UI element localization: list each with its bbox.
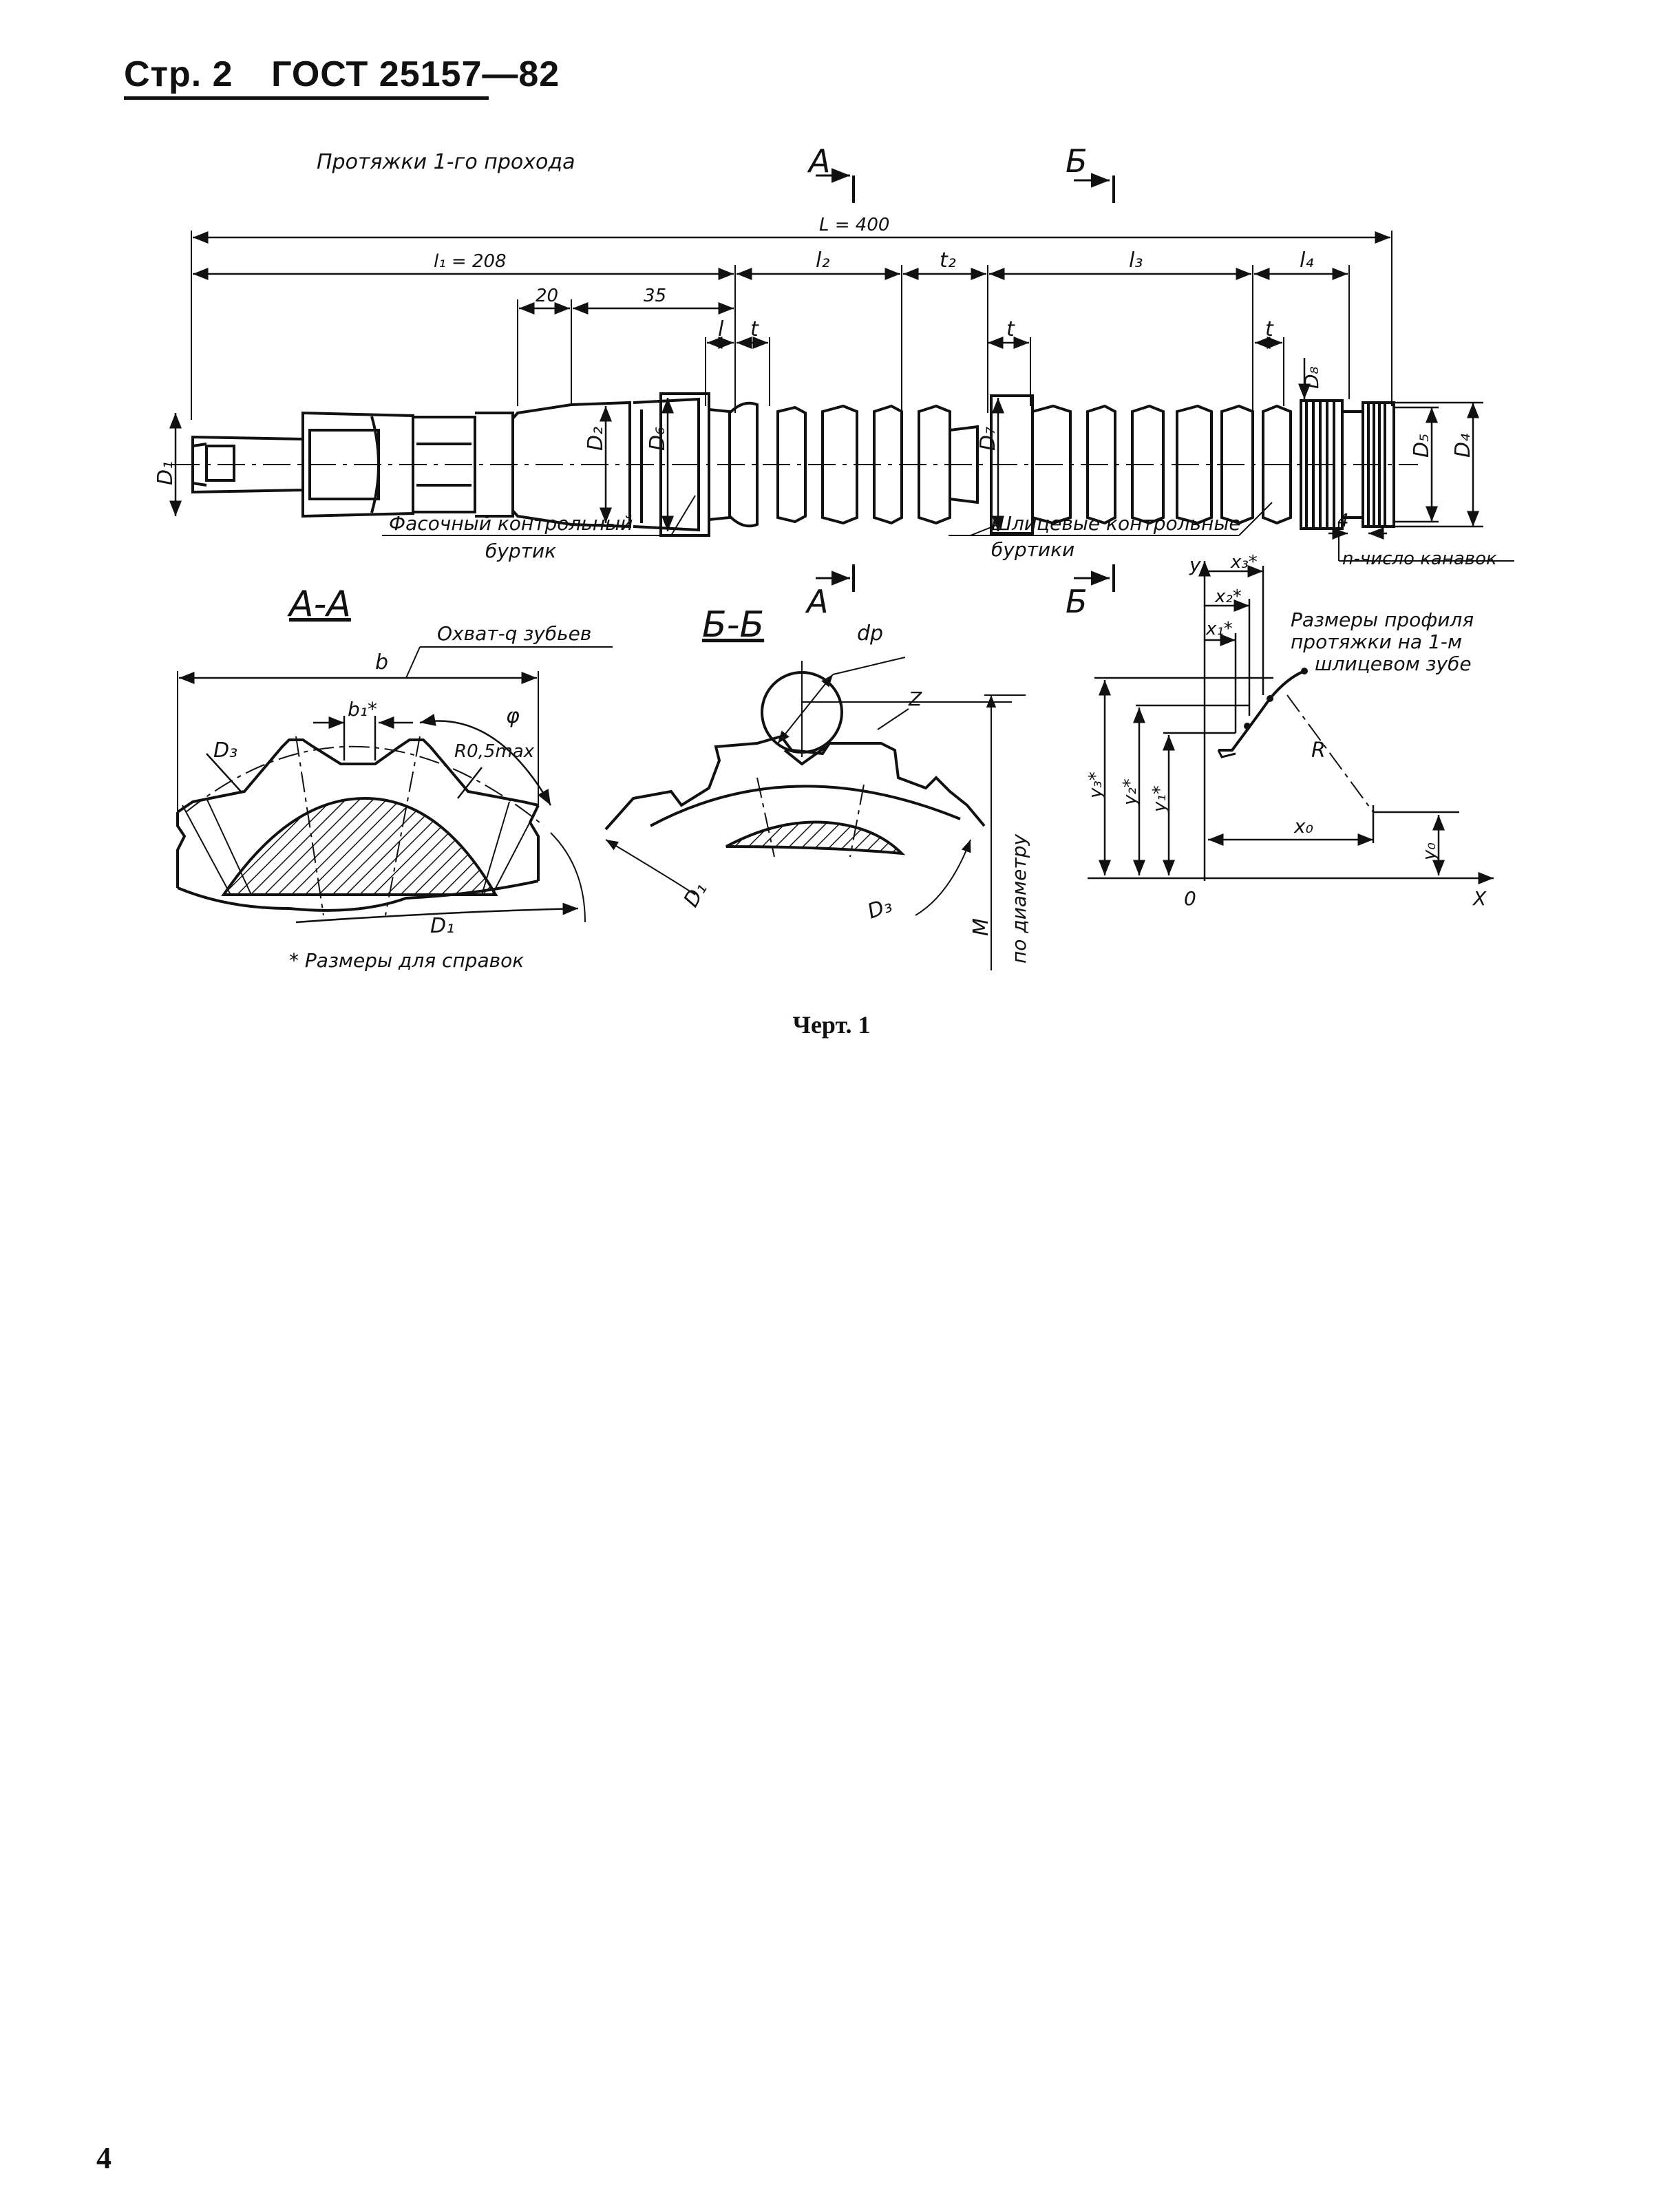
bb-D3: D₃: [865, 893, 896, 924]
section-bb-mark-b-label: Б: [1066, 583, 1088, 620]
dim-35: 35: [644, 286, 666, 306]
dim-t-1: t: [750, 317, 759, 341]
section-bb-mark-a: [816, 564, 855, 592]
profile-y1: y₁*: [1150, 785, 1170, 813]
diam-D6: D₆: [646, 427, 670, 451]
profile-curve: [1218, 670, 1305, 752]
dimension-lines: [193, 231, 1390, 540]
standard-number: ГОСТ 25157—82: [271, 54, 560, 94]
callout-chamfer-line1: Фасочный контрольный: [389, 512, 633, 535]
profile-title-line3: шлицевом зубе: [1315, 652, 1472, 675]
diam-D5: D₅: [1410, 434, 1434, 458]
profile-origin: 0: [1184, 887, 1196, 910]
profile-x0: x₀: [1293, 815, 1313, 838]
section-bb-mark-a-label: А: [805, 583, 828, 620]
diam-D8: D₈: [1300, 366, 1323, 389]
drawing-caption: Черт. 1: [792, 1011, 871, 1039]
page-number: 4: [96, 2141, 112, 2175]
profile-y2: y₂*: [1120, 778, 1141, 806]
callout-chamfer-line2: буртик: [485, 540, 556, 562]
bb-D1: D₁: [679, 878, 712, 911]
callout-leaders: [382, 495, 1514, 562]
bb-M: M: [969, 918, 993, 936]
bb-by-diameter: по диаметру: [1008, 834, 1030, 964]
profile-y0: y₀: [1419, 842, 1440, 861]
callout-spline-line1: Шлицевые контрольные: [991, 512, 1241, 535]
diam-D7: D₇: [976, 427, 1000, 451]
dim-l2: l₂: [816, 248, 829, 273]
callout-grooves: n-число канавок: [1342, 549, 1497, 569]
aa-b1: b₁*: [348, 698, 377, 721]
dim-t2: t₂: [940, 248, 956, 273]
dim-t-3: t: [1265, 317, 1274, 341]
header-rule: [124, 96, 489, 100]
aa-hatched-core: [221, 796, 498, 896]
profile-axes: [1088, 561, 1494, 884]
dim-l: l: [718, 317, 724, 341]
callout-spline-line2: буртики: [991, 538, 1074, 561]
dim-t-2: t: [1006, 317, 1015, 341]
diameter-dims: [169, 358, 1483, 531]
bb-dp: dр: [857, 621, 883, 646]
bb-Z: Z: [908, 688, 922, 710]
profile-title-line2: протяжки на 1-м: [1291, 630, 1462, 653]
aa-coverage: Охват-q зубьев: [437, 622, 591, 645]
dim-20: 20: [536, 286, 558, 306]
profile-title-line1: Размеры профиля: [1291, 608, 1474, 631]
aa-radius: R0,5max: [454, 741, 535, 762]
diam-D4: D₄: [1451, 434, 1475, 458]
extension-lines: [191, 231, 1392, 420]
dim-l1: l₁ = 208: [434, 251, 507, 272]
section-bb-title: Б-Б: [702, 604, 764, 646]
section-mark-b: [1074, 173, 1115, 203]
section-mark-a-label: А: [807, 142, 830, 180]
dim-l4: l₄: [1300, 248, 1313, 273]
profile-x2: x₂*: [1214, 586, 1242, 607]
view-title: Протяжки 1-го прохода: [317, 150, 575, 174]
profile-R: R: [1311, 738, 1326, 763]
aa-D1: D₁: [430, 914, 454, 938]
section-mark-b-label: Б: [1066, 142, 1088, 180]
page-label: Стр. 2: [124, 54, 233, 94]
aa-phi: φ: [506, 704, 520, 728]
profile-y3: y₃*: [1085, 772, 1106, 799]
dim-L: L = 400: [819, 215, 889, 235]
aa-note: * Размеры для справок: [289, 949, 524, 972]
page-header: Стр. 2 ГОСТ 25157—82: [124, 54, 560, 95]
profile-x3: x₃*: [1230, 552, 1258, 573]
aa-D3: D₃: [213, 738, 237, 763]
diam-D1: D₁: [153, 461, 178, 485]
section-bb-mark-b: [1074, 564, 1115, 592]
profile-y-axis-label: y: [1189, 553, 1201, 576]
dim-l3: l₃: [1129, 248, 1143, 273]
profile-x1: x₁*: [1205, 619, 1233, 639]
diam-D2: D₂: [584, 427, 608, 451]
aa-b: b: [375, 650, 388, 674]
section-mark-a: [816, 168, 855, 203]
profile-x-axis-label: X: [1472, 887, 1487, 910]
profile-radius-line: [1286, 694, 1374, 813]
section-aa-title: А-А: [287, 584, 351, 625]
section-bb-profile: [604, 671, 986, 855]
